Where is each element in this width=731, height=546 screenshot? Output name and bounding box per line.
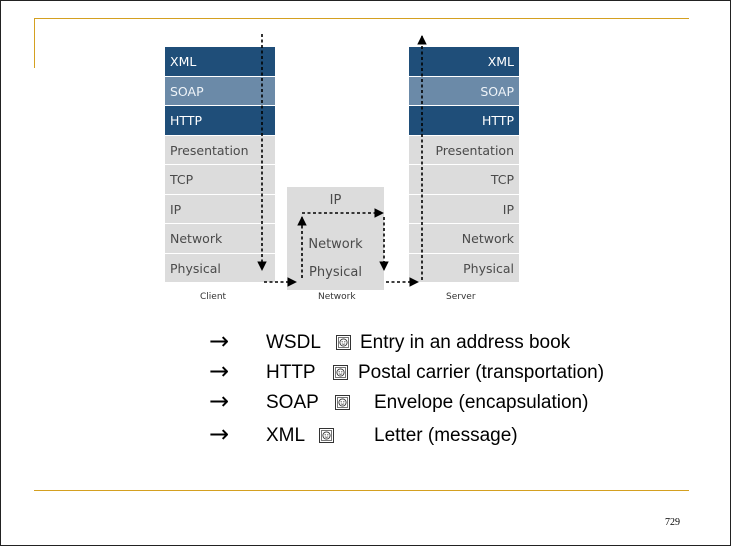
- network-layer-ip: IP: [329, 193, 342, 208]
- client-layer-physical: Physical: [165, 253, 275, 283]
- analogy-term: XML: [266, 425, 306, 446]
- network-layer-physical: Physical: [309, 265, 362, 280]
- server-layer-presentation: Presentation: [409, 135, 519, 165]
- server-layer-tcp: TCP: [409, 165, 519, 195]
- page-number: 729: [665, 517, 680, 528]
- right-arrow-icon: →: [209, 327, 230, 355]
- network-caption: Network: [318, 292, 356, 302]
- server-layer-ip: IP: [409, 194, 519, 224]
- analogy-description: Postal carrier (transportation): [358, 362, 605, 383]
- face-icon: [335, 395, 350, 410]
- top-rule: [34, 18, 689, 19]
- client-caption: Client: [200, 292, 227, 302]
- client-layer-tcp: TCP: [165, 165, 275, 195]
- client-layer-network: Network: [165, 224, 275, 254]
- server-layer-network: Network: [409, 224, 519, 254]
- server-stack: XML SOAP HTTP Presentation TCP IP Networ…: [409, 47, 519, 283]
- client-layer-ip: IP: [165, 194, 275, 224]
- client-layer-xml: XML: [165, 47, 275, 77]
- right-arrow-icon: →: [209, 357, 230, 385]
- server-caption: Server: [446, 292, 476, 302]
- right-arrow-icon: →: [209, 420, 230, 448]
- analogy-term: SOAP: [266, 392, 319, 413]
- client-layer-soap: SOAP: [165, 76, 275, 106]
- right-arrow-icon: →: [209, 387, 230, 415]
- client-layer-presentation: Presentation: [165, 135, 275, 165]
- analogy-description: Letter (message): [374, 425, 518, 446]
- bottom-rule: [34, 490, 689, 491]
- left-rule: [34, 18, 35, 68]
- network-stack: IP Network Physical: [287, 187, 384, 290]
- analogy-description: Entry in an address book: [360, 332, 571, 353]
- client-layer-http: HTTP: [165, 106, 275, 136]
- server-layer-physical: Physical: [409, 253, 519, 283]
- face-icon: [333, 365, 348, 380]
- server-layer-http: HTTP: [409, 106, 519, 136]
- server-layer-soap: SOAP: [409, 76, 519, 106]
- face-icon: [319, 428, 334, 443]
- analogy-term: WSDL: [266, 332, 321, 353]
- analogy-description: Envelope (encapsulation): [374, 392, 589, 413]
- network-layer-network: Network: [308, 237, 363, 252]
- face-icon: [336, 335, 351, 350]
- analogy-term: HTTP: [266, 362, 316, 383]
- server-layer-xml: XML: [409, 47, 519, 77]
- client-stack: XML SOAP HTTP Presentation TCP IP Networ…: [165, 47, 275, 283]
